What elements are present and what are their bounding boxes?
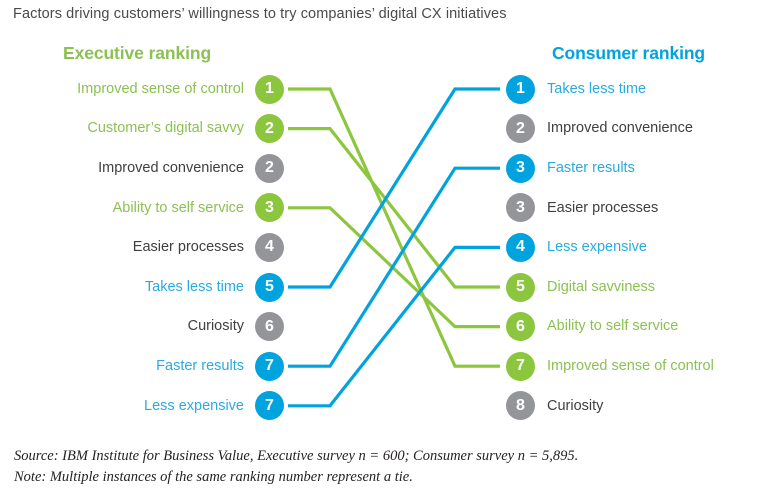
executive-item-label: Customer’s digital savvy — [87, 120, 244, 137]
consumer-item-label: Ability to self service — [547, 318, 679, 335]
executive-item-rank-badge: 3 — [255, 193, 284, 223]
consumer-item-row: 1 Takes less time — [506, 74, 646, 104]
consumer-item-row: 4 Less expensive — [506, 232, 647, 262]
executive-item-row: Faster results 7 — [156, 351, 284, 381]
executive-item-rank-badge: 2 — [255, 153, 284, 183]
consumer-item-rank-badge: 3 — [506, 193, 535, 223]
consumer-item-rank-badge: 4 — [506, 232, 535, 262]
consumer-item-row: 2 Improved convenience — [506, 114, 693, 144]
executive-item-row: Easier processes 4 — [133, 232, 284, 262]
connector-green-0 — [288, 87, 500, 368]
consumer-item-label: Improved sense of control — [547, 357, 714, 374]
consumer-item-rank-badge: 6 — [506, 312, 535, 342]
executive-item-row: Customer’s digital savvy 2 — [87, 114, 284, 144]
consumer-item-label: Less expensive — [547, 239, 647, 256]
executive-item-row: Less expensive 7 — [144, 391, 284, 421]
consumer-item-label: Curiosity — [547, 397, 604, 414]
consumer-item-label: Easier processes — [547, 199, 659, 216]
executive-item-row: Improved sense of control 1 — [77, 74, 284, 104]
column-header-consumer: Consumer ranking — [552, 43, 706, 63]
executive-item-rank-badge: 2 — [255, 114, 284, 144]
executive-item-label: Improved convenience — [98, 159, 244, 176]
consumer-item-rank-badge: 7 — [506, 351, 535, 381]
executive-item-label: Takes less time — [144, 278, 244, 295]
column-header-executive: Executive ranking — [63, 43, 212, 63]
executive-item-label: Easier processes — [132, 239, 244, 256]
connector-blue-4 — [288, 166, 500, 368]
executive-item-row: Curiosity 6 — [188, 312, 284, 342]
executive-item-rank-badge: 7 — [255, 351, 284, 381]
consumer-item-row: 5 Digital savviness — [506, 272, 655, 302]
executive-item-row: Takes less time 5 — [145, 272, 284, 302]
executive-item-label: Faster results — [156, 357, 244, 374]
connector-green-1 — [288, 127, 500, 289]
consumer-item-rank-badge: 2 — [506, 114, 535, 144]
footnote-note: Note: Multiple instances of the same ran… — [14, 469, 413, 485]
footnote-source: Source: IBM Institute for Business Value… — [14, 448, 579, 464]
executive-item-label: Less expensive — [144, 397, 244, 414]
executive-item-rank-badge: 5 — [255, 272, 284, 302]
executive-item-rank-badge: 6 — [255, 312, 284, 342]
executive-item-rank-badge: 4 — [255, 232, 284, 262]
consumer-item-label: Digital savviness — [547, 278, 655, 295]
consumer-item-label: Takes less time — [547, 80, 647, 97]
consumer-item-rank-badge: 3 — [506, 153, 535, 183]
executive-item-label: Ability to self service — [112, 199, 244, 216]
consumer-item-label: Improved convenience — [547, 120, 693, 137]
consumer-item-row: 6 Ability to self service — [506, 312, 678, 342]
consumer-item-label: Faster results — [547, 159, 635, 176]
consumer-item-row: 3 Faster results — [506, 153, 635, 183]
connector-green-2 — [288, 206, 500, 329]
consumer-item-rank-badge: 1 — [506, 74, 535, 104]
executive-item-row: Ability to self service 3 — [113, 193, 284, 223]
connector-blue-5 — [288, 245, 500, 408]
consumer-item-rank-badge: 5 — [506, 272, 535, 302]
consumer-item-row: 8 Curiosity — [506, 391, 603, 421]
consumer-item-rank-badge: 8 — [506, 391, 535, 421]
consumer-item-row: 7 Improved sense of control — [506, 351, 714, 381]
executive-item-label: Improved sense of control — [77, 80, 244, 97]
consumer-item-row: 3 Easier processes — [506, 193, 658, 223]
connector-blue-3 — [288, 87, 500, 289]
executive-item-rank-badge: 7 — [255, 391, 284, 421]
executive-item-label: Curiosity — [187, 318, 244, 335]
executive-item-row: Improved convenience 2 — [98, 153, 284, 183]
page-title: Factors driving customers’ willingness t… — [13, 6, 507, 22]
executive-item-rank-badge: 1 — [255, 74, 284, 104]
